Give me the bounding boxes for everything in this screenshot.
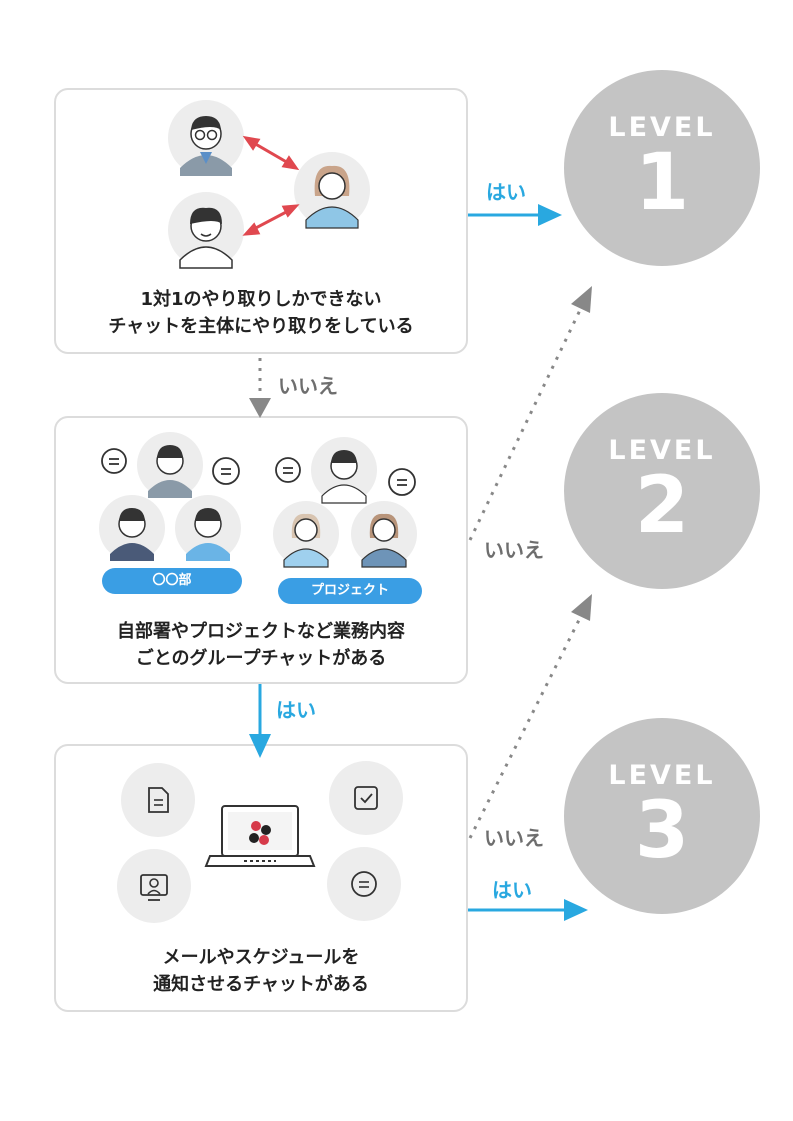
person-avatar	[294, 152, 370, 229]
chat-bubble-icon	[101, 448, 127, 474]
person-avatar	[168, 100, 244, 176]
exchange-arrow	[242, 135, 300, 236]
level-number: 1	[634, 138, 690, 228]
no-arrow-2	[468, 286, 592, 541]
yes-arrow-3	[468, 899, 588, 921]
yes-label-1: はい	[486, 180, 526, 204]
no-arrow-3	[468, 594, 592, 839]
chat-bubble-icon	[388, 468, 416, 496]
person-avatar	[99, 495, 165, 561]
no-arrow-1	[249, 358, 271, 418]
caption-line: チャットを主体にやり取りをしている	[108, 316, 414, 337]
question-3-text: メールやスケジュールを 通知させるチャットがある	[56, 944, 466, 998]
person-avatar	[168, 192, 244, 269]
question-box-1: 1対1のやり取りしかできない チャットを主体にやり取りをしている	[54, 88, 468, 354]
yes-label-2: はい	[276, 698, 316, 722]
chat-bubble-icon	[212, 457, 240, 485]
group-label-department: 〇〇部	[102, 568, 242, 594]
level-number: 3	[634, 786, 690, 876]
group-label-project: プロジェクト	[278, 578, 422, 604]
no-label-2: いいえ	[484, 538, 544, 562]
question-2-text: 自部署やプロジェクトなど業務内容 ごとのグループチャットがある	[56, 618, 466, 672]
level-1-circle: LEVEL 1	[564, 70, 760, 266]
chat-bubble-icon	[275, 457, 301, 483]
person-avatar	[351, 501, 417, 568]
level-text: LEVEL	[608, 435, 716, 466]
person-avatar	[137, 432, 203, 498]
group-chat-illustration	[99, 432, 417, 568]
caption-line: ごとのグループチャットがある	[135, 648, 387, 669]
monitor-user-icon	[117, 849, 191, 923]
question-box-3: メールやスケジュールを 通知させるチャットがある	[54, 744, 468, 1012]
one-to-one-illustration	[168, 100, 370, 269]
person-avatar	[311, 437, 377, 504]
integration-illustration	[117, 761, 403, 923]
chat-icon	[327, 847, 401, 921]
caption-line: 通知させるチャットがある	[153, 974, 369, 995]
document-icon	[121, 763, 195, 837]
question-1-text: 1対1のやり取りしかできない チャットを主体にやり取りをしている	[56, 286, 466, 340]
question-box-2: 〇〇部 プロジェクト 自部署やプロジェクトなど業務内容 ごとのグループチャットが…	[54, 416, 468, 684]
no-label-3: いいえ	[484, 826, 544, 850]
checkbox-icon	[329, 761, 403, 835]
caption-line: 1対1のやり取りしかできない	[140, 289, 382, 310]
yes-arrow-1	[468, 204, 562, 226]
caption-line: メールやスケジュールを	[162, 947, 360, 968]
level-3-circle: LEVEL 3	[564, 718, 760, 914]
no-label-1: いいえ	[278, 374, 338, 398]
app-logo-icon	[249, 821, 271, 845]
level-text: LEVEL	[608, 112, 716, 143]
yes-label-3: はい	[492, 878, 532, 902]
person-avatar	[273, 501, 339, 568]
level-number: 2	[634, 461, 690, 551]
level-text: LEVEL	[608, 760, 716, 791]
laptop-icon	[204, 805, 316, 867]
person-avatar	[175, 495, 241, 561]
yes-arrow-2	[249, 684, 271, 758]
level-2-circle: LEVEL 2	[564, 393, 760, 589]
caption-line: 自部署やプロジェクトなど業務内容	[117, 621, 405, 642]
